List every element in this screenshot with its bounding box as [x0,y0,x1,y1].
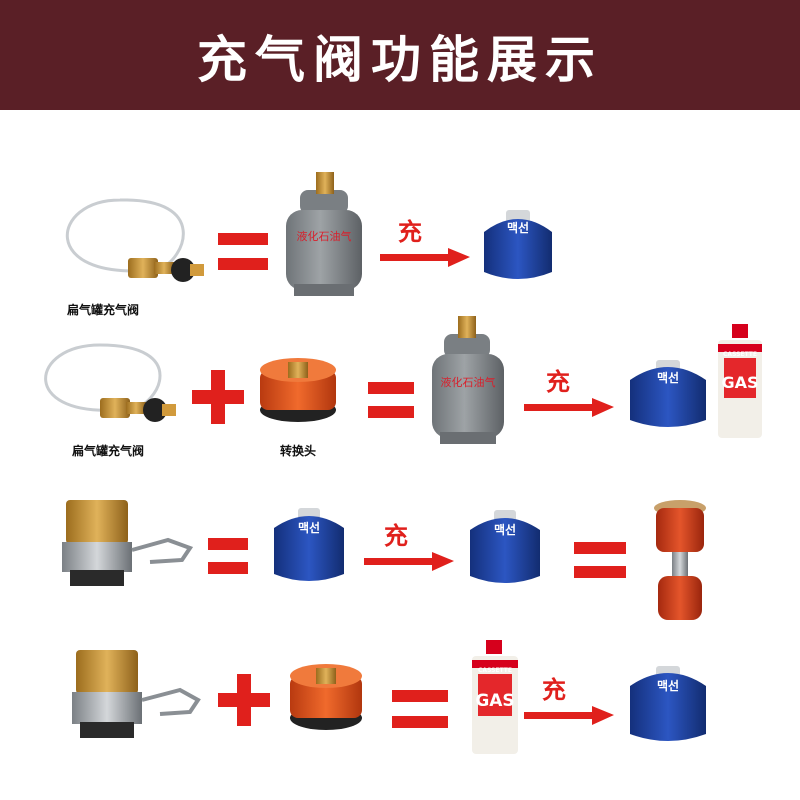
illustration: 扁气罐充气阀 液化石油气 充 맥선 扁气罐充气阀 转换头 [0,110,800,800]
lpg-cylinder: 液化石油气 [432,316,504,444]
blue-gas-canister: 맥선 [470,510,540,583]
blue-gas-canister: 맥선 [484,210,552,279]
arrow-right-icon [524,398,614,417]
orange-adapter [290,664,362,730]
arrow-right-icon [524,706,614,725]
equals-icon [392,690,448,728]
blue-gas-canister: 맥선 [630,666,706,741]
equals-icon [368,382,414,418]
cylinder-label: 液化石油气 [297,229,352,243]
cassette-gas-can: CASSETTE GAS [472,640,518,754]
equals-icon [218,233,268,270]
refill-valve-tool [62,500,190,586]
fill-label-3: 充 [384,522,408,550]
refill-hose-valve [46,345,176,422]
arrow-right-icon [380,248,470,267]
fill-label-4: 充 [542,676,566,704]
title-banner: 充气阀功能展示 [0,0,800,110]
blue-gas-canister: 맥선 [274,508,344,581]
plus-icon [192,370,244,424]
orange-adapter [260,358,336,422]
equals-icon [574,542,626,578]
gas-big-text: GAS [475,691,514,711]
lpg-cylinder: 液化石油气 [286,172,362,296]
equals-icon [208,538,248,574]
fill-label-2: 充 [546,368,570,396]
page-title: 充气阀功能展示 [0,20,800,92]
refill-valve-tool [72,650,198,738]
label-hose-valve-2: 扁气罐充气阀 [72,443,144,458]
canister-brand: 맥선 [657,678,679,693]
cassette-gas-can: CASSETTE GAS [718,324,762,438]
gas-big-text: GAS [721,373,758,392]
blue-gas-canister: 맥선 [630,360,706,427]
canister-brand: 맥선 [494,522,516,537]
arrow-right-icon [364,552,454,571]
label-hose-valve-1: 扁气罐充气阀 [67,302,139,317]
stacked-red-canisters [654,500,706,620]
gas-top-text: CASSETTE [478,667,512,674]
cylinder-label: 液化石油气 [441,375,496,389]
refill-hose-valve [67,200,204,282]
canister-brand: 맥선 [657,370,679,385]
canister-brand: 맥선 [298,520,320,535]
gas-top-text: CASSETTE [723,351,757,358]
canister-brand: 맥선 [507,220,529,235]
plus-icon [218,674,270,726]
label-adapter: 转换头 [280,443,316,458]
fill-label-1: 充 [398,218,422,246]
